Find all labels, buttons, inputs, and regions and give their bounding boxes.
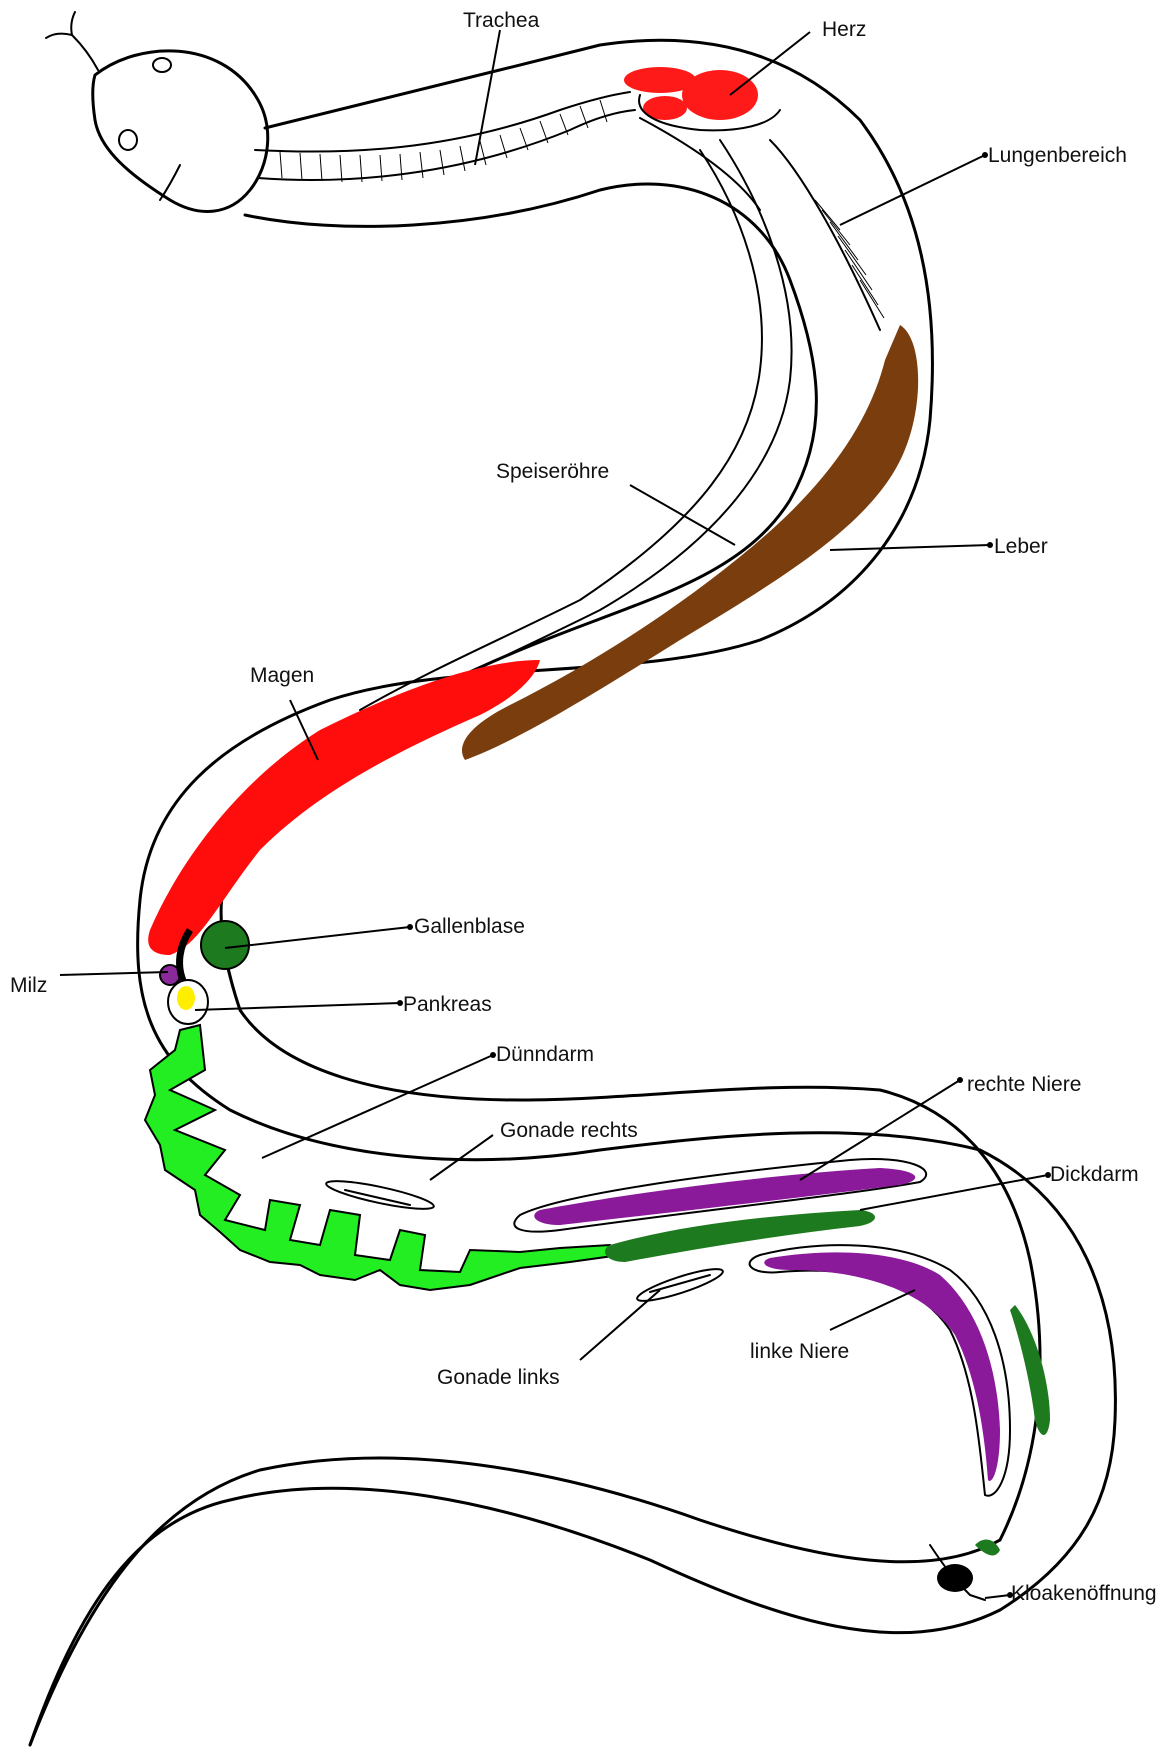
leader-lungenbereich bbox=[840, 155, 985, 225]
pancreas-organ bbox=[168, 980, 208, 1024]
liver-organ bbox=[462, 325, 918, 760]
label-pankreas: Pankreas bbox=[403, 993, 492, 1016]
label-kloakenoeffnung: Kloakenöffnung bbox=[1011, 1582, 1157, 1605]
label-milz: Milz bbox=[10, 974, 47, 997]
gallbladder-organ bbox=[201, 921, 249, 969]
leader-herz bbox=[730, 32, 810, 95]
leader-lines bbox=[60, 30, 1051, 1598]
esophagus-organ bbox=[360, 140, 792, 720]
heart-organ bbox=[624, 67, 780, 210]
stomach-organ bbox=[148, 660, 540, 955]
label-gallenblase: Gallenblase bbox=[414, 915, 525, 938]
label-trachea: Trachea bbox=[463, 9, 540, 32]
label-dickdarm: Dickdarm bbox=[1050, 1163, 1139, 1186]
label-rechte-niere: rechte Niere bbox=[967, 1073, 1081, 1096]
leader-duenndarm bbox=[262, 1055, 493, 1158]
label-lungenbereich: Lungenbereich bbox=[988, 144, 1127, 167]
leader-milz bbox=[60, 972, 168, 975]
label-speiseroehre: Speiseröhre bbox=[496, 460, 609, 483]
leader-kloakenoeffnung bbox=[985, 1595, 1010, 1598]
leader-linke-niere bbox=[830, 1290, 915, 1330]
label-gonade-rechts: Gonade rechts bbox=[500, 1119, 638, 1142]
leader-trachea bbox=[475, 30, 500, 165]
trachea-organ bbox=[255, 92, 635, 182]
leader-pankreas bbox=[195, 1003, 400, 1010]
label-linke-niere: linke Niere bbox=[750, 1340, 849, 1363]
leader-gallenblase bbox=[225, 927, 410, 948]
label-leber: Leber bbox=[994, 535, 1048, 558]
label-duenndarm: Dünndarm bbox=[496, 1043, 594, 1066]
leader-leber bbox=[830, 545, 990, 550]
leader-gonade-links bbox=[580, 1290, 660, 1360]
leader-speiseroehre bbox=[630, 485, 735, 545]
left-kidney-organ bbox=[750, 1245, 1010, 1496]
label-magen: Magen bbox=[250, 664, 314, 687]
label-herz: Herz bbox=[822, 18, 866, 41]
cloaca-organ bbox=[930, 1545, 985, 1600]
gonad-right-organ bbox=[325, 1176, 436, 1215]
label-gonade-links: Gonade links bbox=[437, 1366, 560, 1389]
